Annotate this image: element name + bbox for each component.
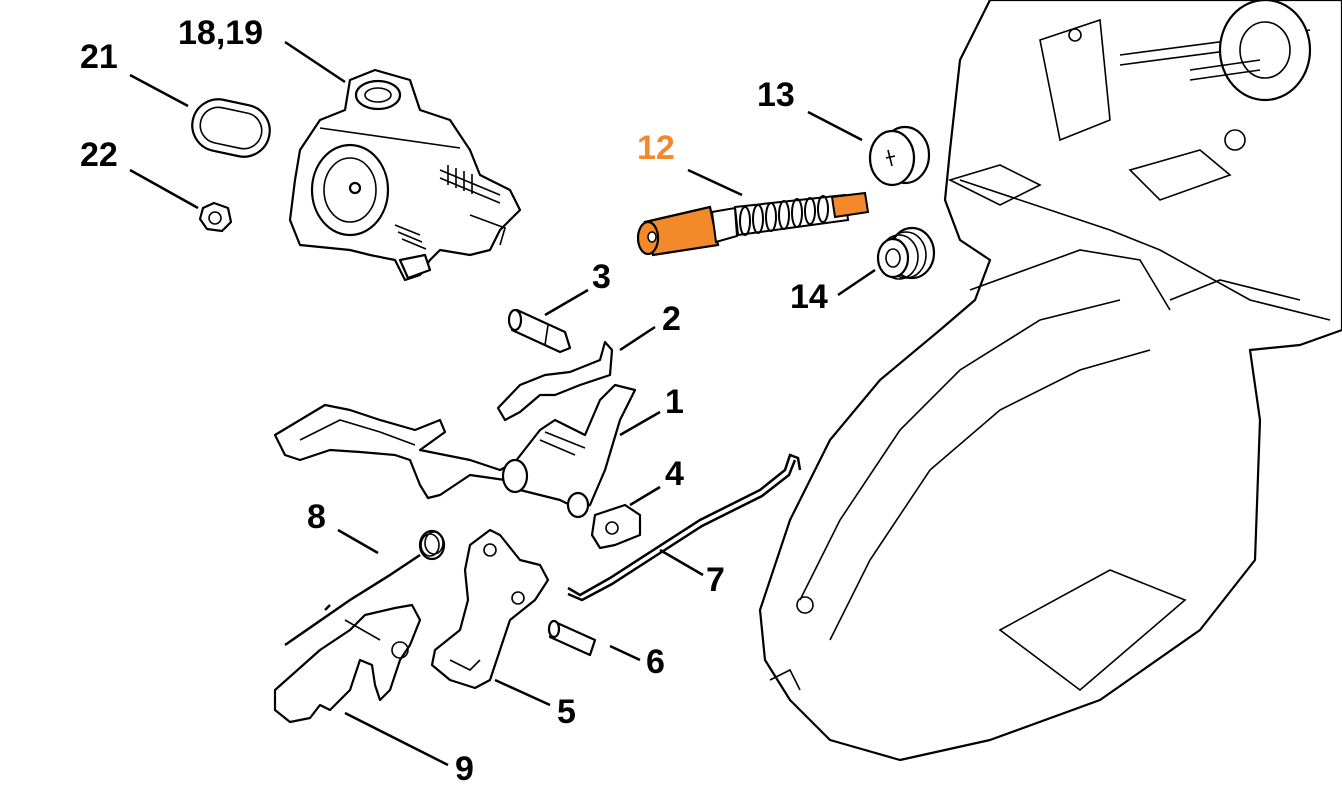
part-22-drawing — [198, 201, 233, 233]
part-12-drawing — [636, 191, 870, 257]
label-part-5[interactable]: 5 — [557, 693, 576, 731]
label-part-21[interactable]: 21 — [80, 38, 118, 76]
part-2-drawing — [496, 340, 614, 422]
label-part-18-19[interactable]: 18,19 — [178, 14, 264, 52]
part-9-drawing — [273, 603, 422, 724]
label-part-3[interactable]: 3 — [592, 258, 611, 296]
part-7-drawing — [567, 453, 802, 602]
part-14-drawing — [876, 226, 936, 280]
part-1-drawing — [273, 383, 637, 519]
carburetor-drawing — [288, 68, 522, 282]
part-8-drawing — [284, 529, 446, 647]
part-21-drawing — [191, 98, 271, 158]
label-part-4[interactable]: 4 — [665, 455, 684, 493]
label-part-14[interactable]: 14 — [790, 278, 828, 316]
part-6-drawing — [547, 619, 597, 657]
label-part-6[interactable]: 6 — [646, 643, 665, 681]
label-part-22[interactable]: 22 — [80, 136, 118, 174]
label-part-12[interactable]: 12 — [637, 129, 675, 167]
part-3-drawing — [507, 308, 572, 354]
label-part-9[interactable]: 9 — [455, 750, 474, 788]
leader-lines — [129, 40, 876, 767]
label-part-13[interactable]: 13 — [757, 76, 795, 114]
housing-drawing — [758, 0, 1342, 762]
label-part-8[interactable]: 8 — [307, 498, 326, 536]
label-part-2[interactable]: 2 — [662, 300, 681, 338]
part-4-drawing — [590, 503, 642, 550]
part-13-drawing — [868, 125, 931, 187]
label-part-7[interactable]: 7 — [706, 561, 725, 599]
part-5-drawing — [430, 528, 550, 690]
label-part-1[interactable]: 1 — [665, 383, 684, 421]
